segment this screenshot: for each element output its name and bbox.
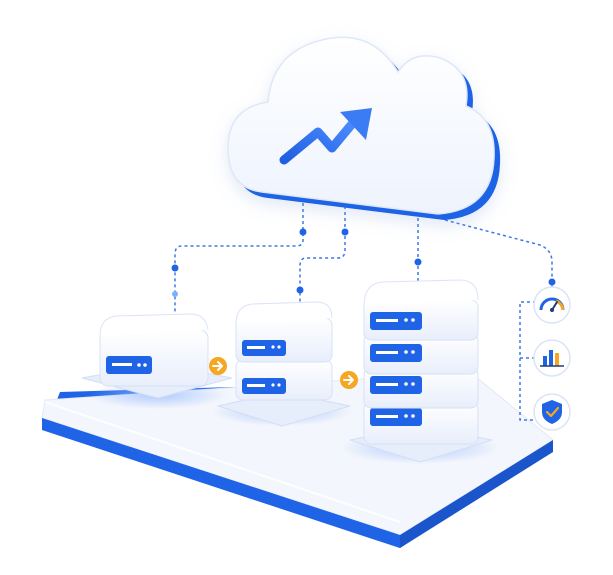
bar-chart-icon [533, 339, 571, 377]
arrow-right-icon [209, 357, 227, 375]
server-3 [340, 279, 500, 464]
trending-up-arrow-icon [279, 108, 372, 165]
server-1 [81, 313, 233, 409]
connection-dots [171, 228, 556, 297]
shield-check-icon [533, 393, 571, 431]
arrow-right-icon [340, 371, 358, 389]
speedometer-icon [533, 286, 571, 324]
server-2 [212, 301, 352, 427]
